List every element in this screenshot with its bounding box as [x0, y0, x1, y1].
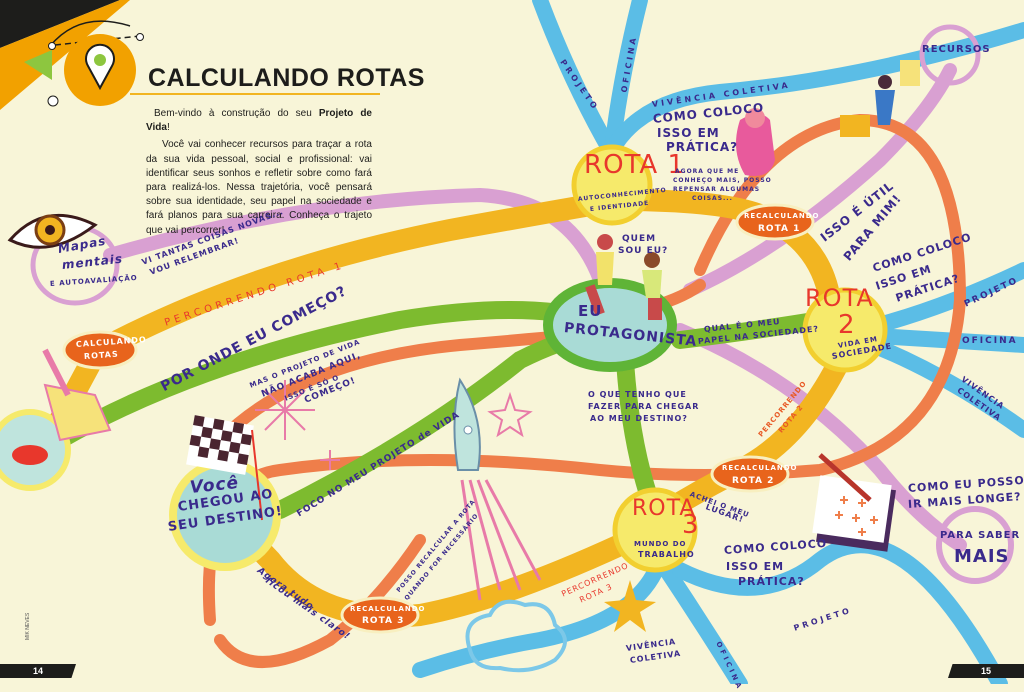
rota1-thought-4: COISAS... [692, 195, 733, 202]
recalculando1-badge [735, 203, 815, 241]
boy-with-papers-illustration [840, 60, 920, 137]
welcome-prefix: Bem-vindo à construção do seu [154, 108, 319, 119]
recursos-label: RECURSOS [922, 44, 991, 55]
recalculando-rota1-2: ROTA 1 [758, 224, 801, 234]
rota2-number: 2 [838, 310, 856, 340]
corner-green-triangle [24, 50, 52, 80]
green-roads [51, 301, 829, 519]
rota1-thought-3: REPENSAR ALGUMAS [673, 186, 761, 193]
rota3-question-2: ISSO EM [726, 560, 785, 573]
eye-icon [7, 213, 98, 249]
recalculando-rota1-1: RECALCULANDO [744, 212, 820, 220]
o-que-tenho-3: AO MEU DESTINO? [590, 414, 688, 423]
page-number-left: 14 [0, 664, 76, 678]
corner-orange [0, 0, 130, 110]
rota1-title: ROTA 1 [584, 150, 685, 180]
quem-sou-eu-1: QUEM [622, 234, 657, 244]
map-pin-icon [85, 43, 115, 91]
rota3-subtitle-1: MUNDO DO [634, 540, 687, 548]
right-oficina: OFICINA [962, 336, 1018, 346]
rota1-hub [571, 144, 653, 226]
rota3-number: 3 [682, 510, 700, 540]
star-icon [604, 580, 656, 632]
checkered-flag-icon [186, 415, 263, 521]
calculando-badge [62, 330, 138, 370]
o-que-tenho-1: O QUE TENHO QUE [588, 390, 687, 399]
rota1-question-2: ISSO EM [657, 126, 720, 140]
recalculando-rota3-2: ROTA 3 [362, 616, 405, 626]
pencil-map-illustration [42, 348, 112, 442]
intro-text: Bem-vindo à construção do seu Projeto de… [146, 107, 372, 238]
para-saber-mais-2: MAIS [954, 546, 1010, 567]
intro-paragraph: Você vai conhecer recursos para traçar a… [146, 139, 372, 236]
recalculando-rota3-1: RECALCULANDO [350, 605, 426, 613]
rota3-hub [612, 487, 698, 573]
pink-star-icon [487, 391, 533, 438]
cloud-icon [465, 599, 567, 673]
rota2-title: ROTA [805, 284, 874, 312]
rota3-subtitle-2: TRABALHO [638, 550, 695, 559]
recalculando2-badge [710, 455, 790, 493]
rota2-hub [802, 287, 888, 373]
para-saber-mais-1: PARA SABER [940, 530, 1021, 541]
recalculando-rota2-1: RECALCULANDO [722, 464, 798, 472]
welcome-line: Bem-vindo à construção do seu Projeto de… [146, 107, 372, 135]
runners-illustration [585, 234, 662, 320]
rota3-title: ROTA [632, 496, 696, 521]
quem-sou-eu-2: SOU EU? [618, 246, 669, 256]
welcome-suffix: ! [166, 122, 170, 134]
sparkle-icon [255, 380, 340, 470]
page-title: CALCULANDO ROTAS [148, 64, 425, 92]
welcome-bold: Projeto de Vida [146, 108, 372, 134]
calendar-icon [812, 453, 896, 552]
recalculando3-badge [340, 596, 420, 634]
recalculando-rota2-2: ROTA 2 [732, 476, 775, 486]
rota1-thought-1: AGORA QUE ME [675, 168, 740, 175]
rota3-question-3: PRÁTICA? [738, 575, 805, 588]
rocket-icon [453, 377, 542, 601]
illustrator-credit: MIK NEVES [25, 612, 31, 640]
page-number-right: 15 [948, 664, 1024, 678]
o-que-tenho-2: FAZER PARA CHEGAR [588, 402, 700, 411]
eu-protagonista-1: EU [578, 302, 603, 320]
rota1-thought-2: CONHEÇO MAIS, POSSO [673, 177, 772, 184]
title-underline [130, 93, 380, 95]
rota1-question-3: PRÁTICA? [666, 140, 739, 154]
girl-thinking-illustration [736, 108, 775, 176]
